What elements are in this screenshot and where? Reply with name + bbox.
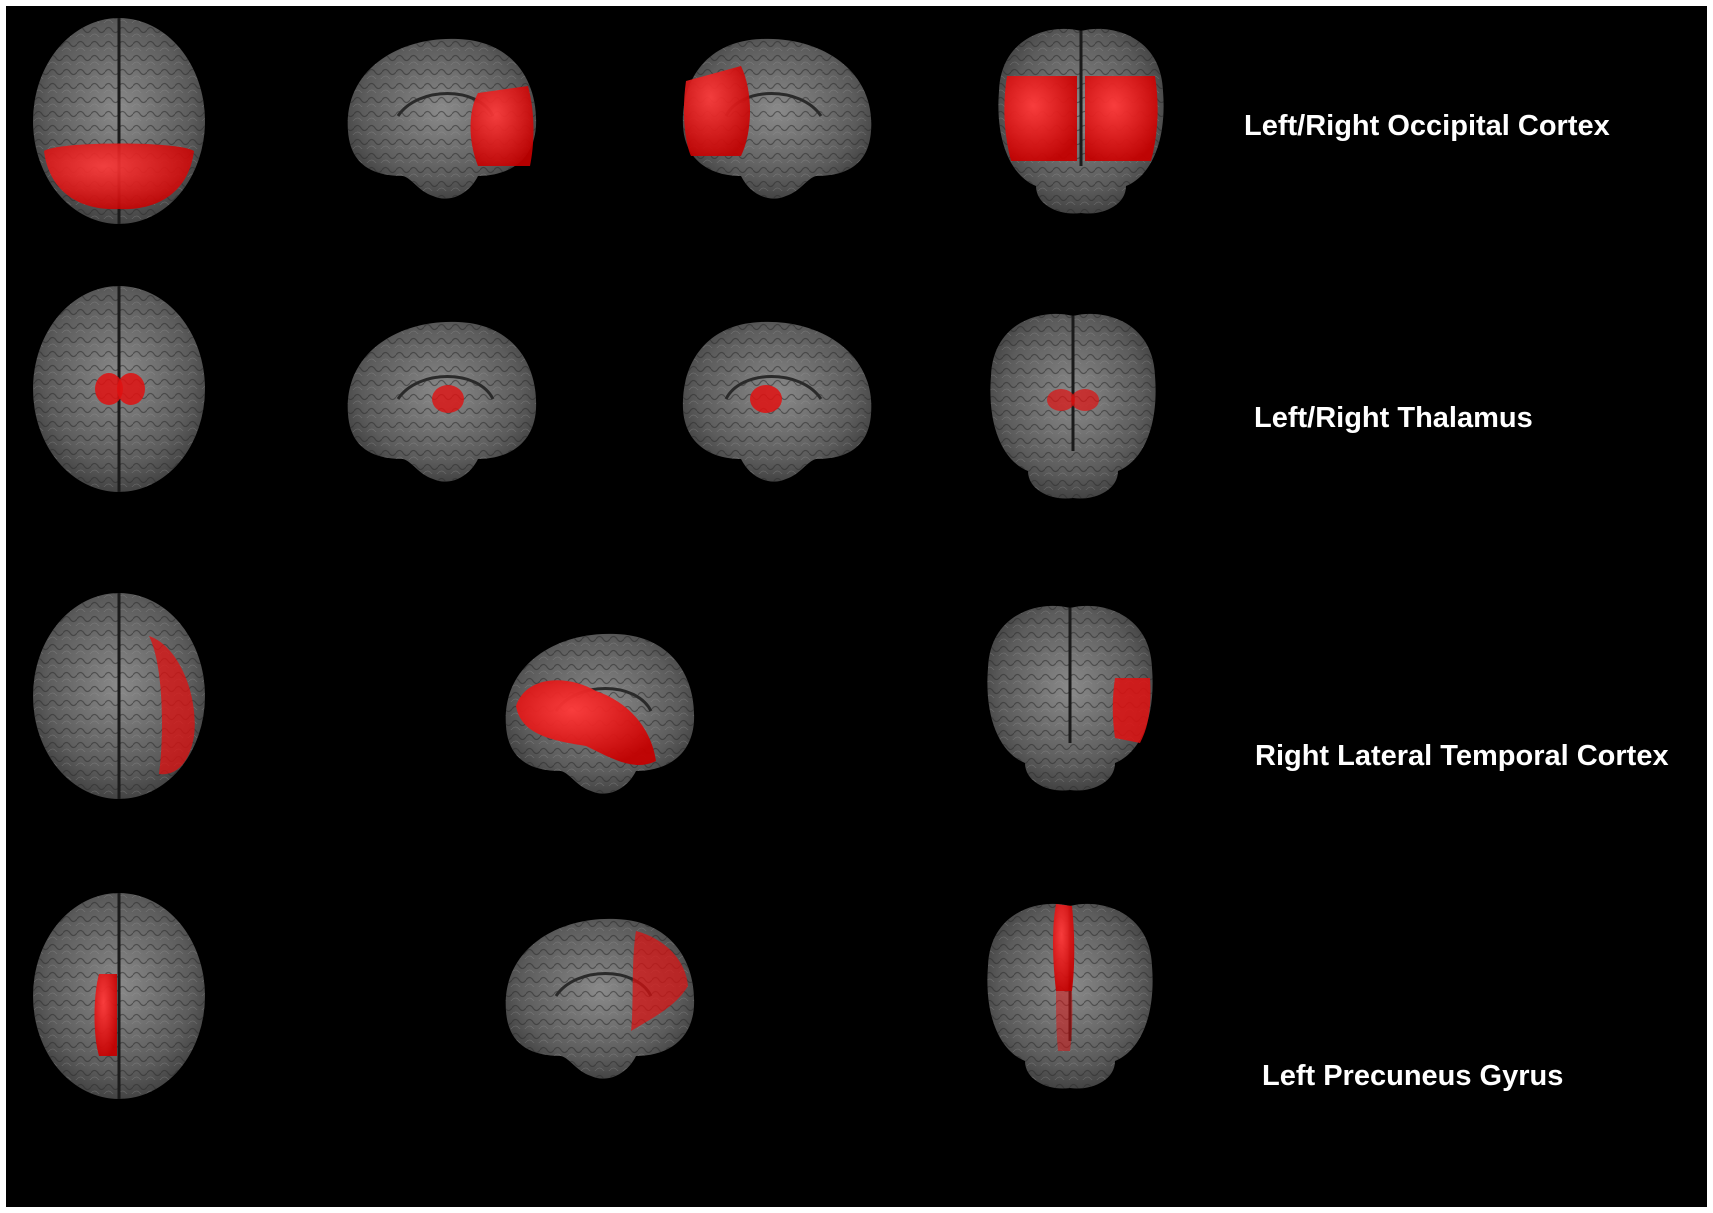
- row-2-sagittal-left: [346, 320, 538, 484]
- row-1-sagittal-left: [346, 37, 538, 201]
- row-3-sagittal: [504, 632, 696, 796]
- row-2-label: Left/Right Thalamus: [1254, 402, 1533, 434]
- row-4-sagittal: [504, 917, 696, 1081]
- row-2-coronal: [988, 312, 1158, 501]
- row-3-label: Right Lateral Temporal Cortex: [1255, 740, 1669, 772]
- row-4-axial: [31, 891, 207, 1101]
- row-4-coronal: [985, 902, 1155, 1091]
- row-3-coronal: [985, 604, 1155, 793]
- figure-panel: Left/Right Occipital Cortex Left/Right T…: [6, 6, 1707, 1207]
- row-1-coronal: [996, 27, 1166, 216]
- brain-renderings: [31, 16, 1166, 1101]
- row-4-label: Left Precuneus Gyrus: [1262, 1060, 1564, 1092]
- row-3-axial: [31, 591, 207, 801]
- row-1-sagittal-right: [681, 37, 873, 201]
- row-2-sagittal-right: [681, 320, 873, 484]
- row-1-axial: [31, 16, 207, 226]
- row-2-axial: [31, 284, 207, 494]
- row-1-label: Left/Right Occipital Cortex: [1244, 110, 1610, 142]
